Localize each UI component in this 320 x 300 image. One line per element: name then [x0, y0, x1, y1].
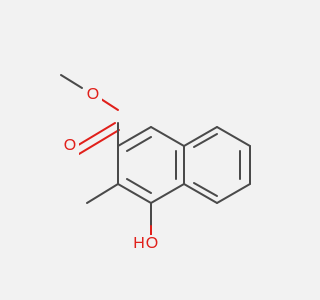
- bond-ring-left-upper-right: [150, 126, 185, 147]
- molecule-structure: O O H O: [60, 74, 251, 253]
- bond-carbonyl-double-2: [78, 129, 120, 155]
- bond-ring-left-bottom-right: [150, 183, 185, 204]
- bond-ring-right-top-right: [216, 126, 251, 147]
- bond-ring-right-inner-bottom: [193, 182, 218, 197]
- bond-ring-methyl: [86, 183, 119, 204]
- hydroxyl-background: [130, 235, 160, 253]
- bond-ring-left-bottom-left: [117, 183, 152, 204]
- hydroxyl-hydrogen-label: H: [133, 235, 145, 252]
- bond-carbonyl-double-1: [74, 122, 116, 148]
- bond-ring-left-inner-top: [126, 136, 152, 152]
- bond-ring-left-inner-bottom: [126, 178, 152, 194]
- ester-oxygen-single-background: [84, 86, 102, 104]
- molecule-canvas: O O H O: [60, 74, 251, 253]
- bond-methyl-ester-oxygen: [60, 74, 83, 89]
- bond-ring-right-inner-top: [193, 133, 218, 148]
- hydroxyl-oxygen-label: O: [146, 235, 158, 252]
- ester-oxygen-single-label: O: [87, 86, 99, 103]
- bond-ester-oxygen-carbonyl: [100, 98, 119, 111]
- ester-oxygen-double-background: [61, 137, 79, 155]
- bond-ring-left-top: [117, 126, 152, 147]
- bond-ring-right-bottom-right: [216, 183, 251, 204]
- bond-ring-right-bottom-left: [183, 183, 218, 204]
- bond-ring-right-top-left: [183, 126, 218, 147]
- ester-oxygen-double-label: O: [64, 137, 76, 154]
